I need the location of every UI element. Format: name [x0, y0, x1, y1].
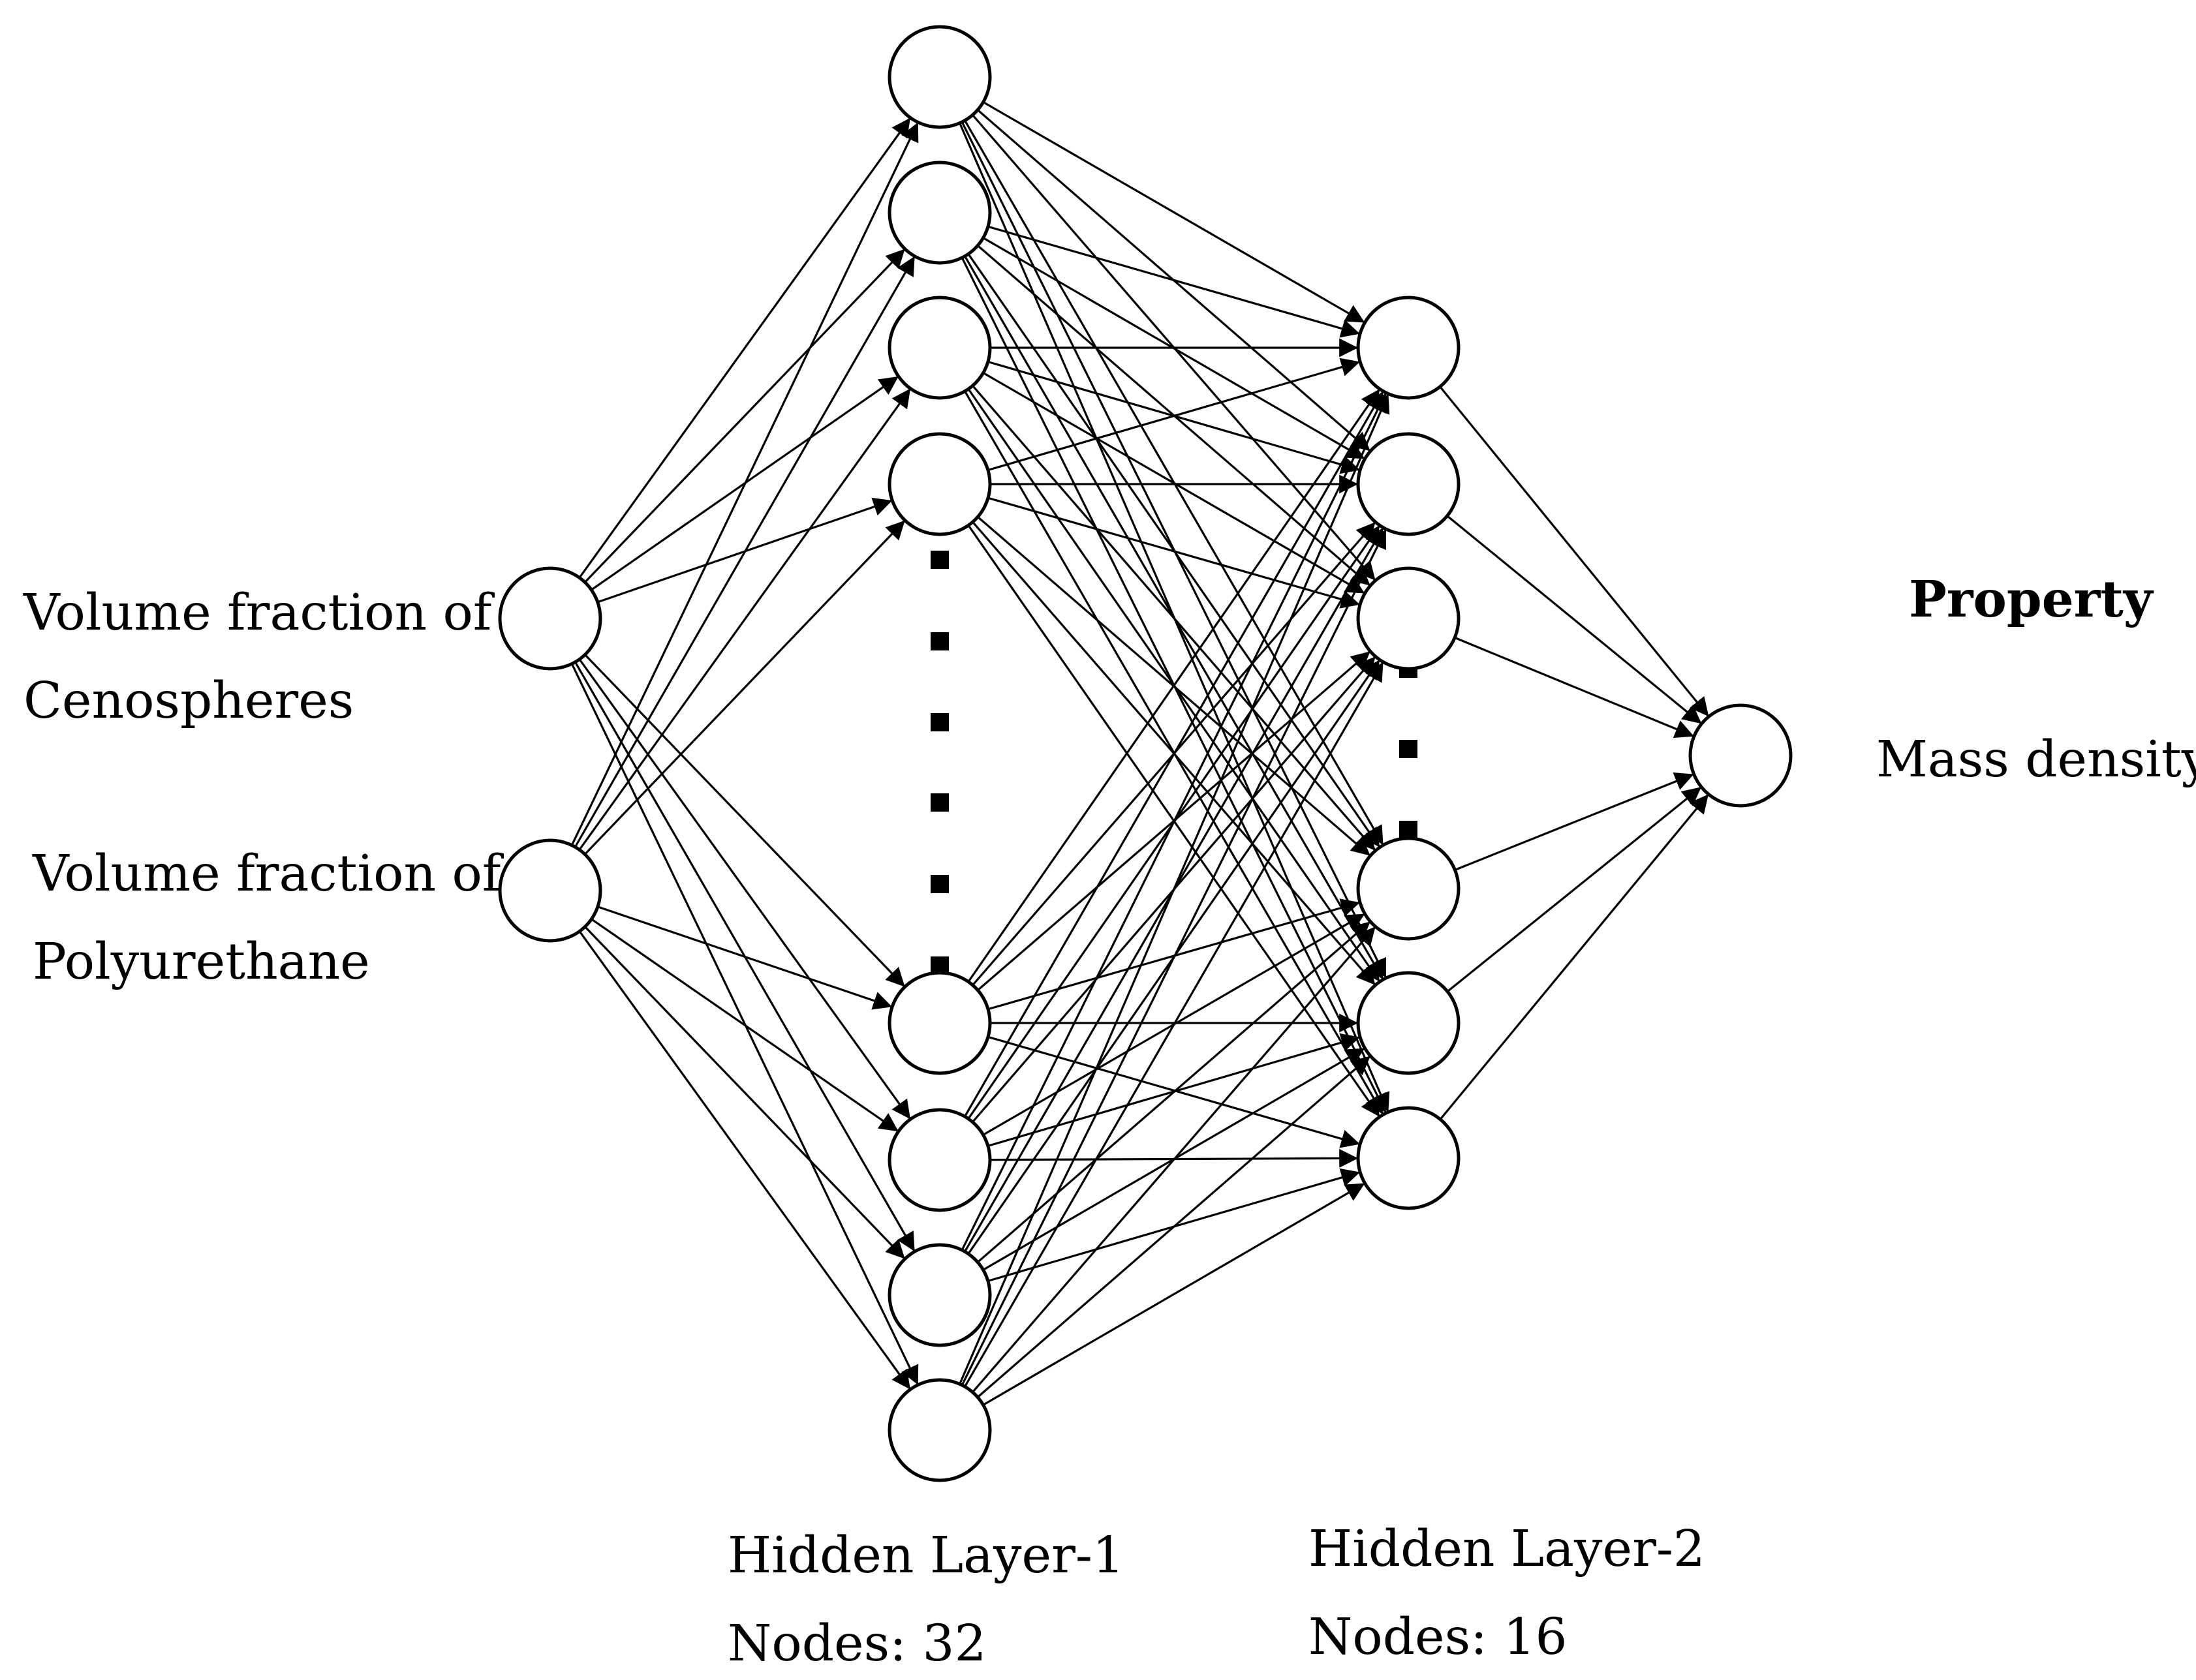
- h2-to-output-edge-5-0: [1439, 793, 1710, 1120]
- h1-to-h2-edge-7-4: [977, 1055, 1371, 1398]
- hidden1-node-7: [888, 1243, 992, 1347]
- hidden2-node-4: [1356, 836, 1461, 941]
- input-label-cenospheres-line1: Volume fraction of: [23, 584, 495, 642]
- hidden-layer-1-nodes: Nodes: 32: [728, 1615, 987, 1673]
- hidden-layer-2-nodes: Nodes: 16: [1308, 1608, 1568, 1666]
- hidden1-node-1: [888, 25, 992, 129]
- input-to-h1-edge-0-1: [584, 248, 906, 583]
- input-to-h1-edge-1-2: [578, 388, 912, 851]
- output-node-1: [1688, 703, 1793, 808]
- input-label-polyurethane-line1: Volume fraction of: [32, 845, 504, 903]
- h1-to-h2-edge-3-2: [987, 496, 1361, 609]
- input-to-h1-edge-0-4: [584, 654, 906, 988]
- input-to-h1-edge-1-5: [591, 918, 899, 1133]
- h2-to-output-edge-0-0: [1439, 386, 1710, 718]
- h1-to-h2-edge-4-0: [967, 388, 1381, 983]
- h1-to-h2-edge-7-1: [961, 528, 1387, 1386]
- network-nodes: [498, 25, 1793, 1482]
- input-to-h1-edge-1-3: [584, 519, 906, 855]
- h1-to-h2-edge-0-0: [982, 101, 1366, 324]
- output-heading: Property: [1909, 570, 2154, 629]
- hidden1-node-4: [888, 432, 992, 536]
- hidden-layer-2-title: Hidden Layer-2: [1308, 1520, 1705, 1578]
- hidden1-ellipsis-dot-5: [931, 875, 949, 893]
- h1-to-h2-edge-6-0: [961, 392, 1387, 1251]
- input-to-h1-edge-1-1: [574, 255, 916, 848]
- hidden-layer-1-title: Hidden Layer-1: [728, 1527, 1124, 1585]
- h1-to-h2-edge-7-0: [959, 393, 1390, 1384]
- hidden2-node-6: [1356, 1106, 1461, 1210]
- input-to-h1-edge-1-0: [570, 121, 920, 846]
- h1-to-h2-edge-7-5: [982, 1182, 1366, 1406]
- output-label: Mass density: [1876, 731, 2196, 789]
- input-node-1: [498, 566, 602, 671]
- hidden1-node-8: [888, 1378, 992, 1482]
- hidden1-ellipsis-dot-4: [931, 793, 949, 812]
- labels: Volume fraction of Cenospheres Volume fr…: [23, 570, 2196, 1673]
- input-node-2: [498, 838, 602, 943]
- hidden1-node-2: [888, 160, 992, 265]
- h2-to-output-edge-1-0: [1446, 515, 1703, 725]
- h1-to-h2-edge-1-0: [987, 225, 1361, 338]
- hidden1-node-5: [888, 971, 992, 1075]
- input-to-h1-edge-0-0: [578, 117, 912, 579]
- hidden1-ellipsis-dot-3: [931, 713, 949, 731]
- input-label-cenospheres-line2: Cenospheres: [23, 672, 354, 730]
- h2-to-output-edge-3-0: [1454, 772, 1695, 871]
- hidden1-ellipsis-dot-1: [931, 551, 949, 569]
- hidden2-node-1: [1356, 296, 1461, 400]
- hidden1-node-6: [888, 1108, 992, 1212]
- connections: [570, 101, 1710, 1406]
- input-to-h1-edge-1-7: [578, 930, 912, 1390]
- input-to-h1-edge-1-4: [597, 906, 893, 1010]
- hidden1-ellipsis-dot-2: [931, 632, 949, 650]
- hidden2-node-2: [1356, 432, 1461, 536]
- hidden2-node-3: [1356, 566, 1461, 671]
- input-to-h1-edge-1-6: [584, 926, 906, 1260]
- hidden2-ellipsis-dot-3: [1399, 821, 1417, 839]
- h1-to-h2-edge-5-0: [964, 390, 1384, 1118]
- h2-to-output-edge-2-0: [1454, 636, 1695, 738]
- hidden1-node-3: [888, 296, 992, 400]
- h1-to-h2-edge-7-2: [964, 661, 1384, 1388]
- h1-to-h2-edge-6-3: [977, 921, 1371, 1263]
- h1-to-h2-edge-7-3: [972, 926, 1376, 1393]
- h1-to-h2-edge-3-0: [987, 358, 1361, 472]
- hidden2-node-5: [1356, 971, 1461, 1075]
- input-label-polyurethane-line2: Polyurethane: [33, 933, 370, 991]
- hidden2-ellipsis-dot-2: [1399, 740, 1417, 758]
- h2-to-output-edge-4-0: [1446, 786, 1703, 992]
- h1-to-h2-edge-2-3: [972, 385, 1376, 851]
- input-to-h1-edge-0-5: [578, 658, 912, 1120]
